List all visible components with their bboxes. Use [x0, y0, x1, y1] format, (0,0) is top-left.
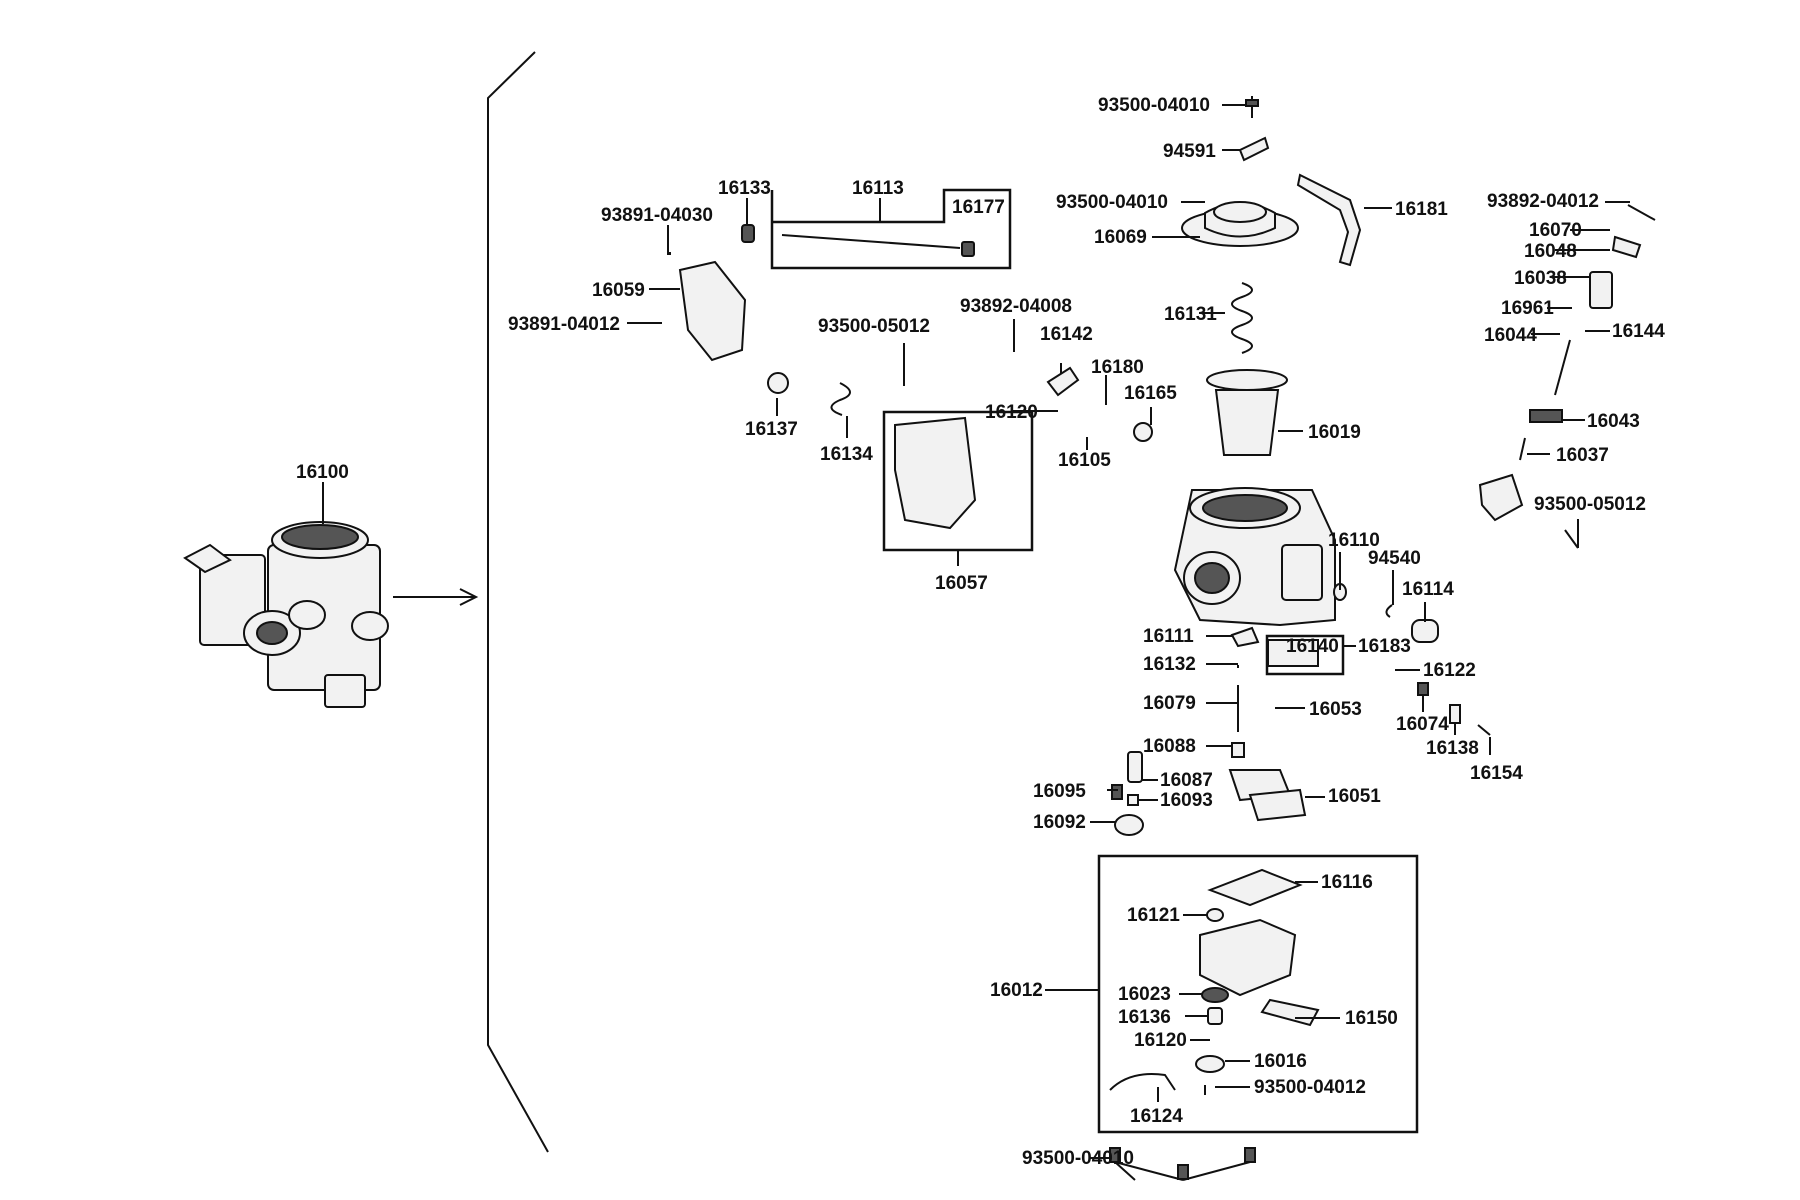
- label-16074: 16074: [1396, 714, 1449, 735]
- label-16057: 16057: [935, 573, 988, 594]
- label-16070: 16070: [1529, 220, 1582, 241]
- label-16134: 16134: [820, 444, 873, 465]
- label-16043: 16043: [1587, 411, 1640, 432]
- label-16150: 16150: [1345, 1008, 1398, 1029]
- box-16113-16177: [770, 188, 1012, 270]
- label-16100: 16100: [296, 462, 349, 483]
- label-16088: 16088: [1143, 736, 1196, 757]
- throttle-parts: [669, 224, 1153, 530]
- label-16037: 16037: [1556, 445, 1609, 466]
- label-16137: 16137: [745, 419, 798, 440]
- label-16023: 16023: [1118, 984, 1171, 1005]
- label-93892-04008: 93892-04008: [960, 296, 1072, 317]
- label-16136: 16136: [1118, 1007, 1171, 1028]
- box-16012: [1097, 854, 1419, 1134]
- label-16079: 16079: [1143, 693, 1196, 714]
- label-16113: 16113: [852, 178, 904, 199]
- bottom-screws: [1109, 1147, 1256, 1181]
- label-16095: 16095: [1033, 781, 1086, 802]
- label-93891-04012: 93891-04012: [508, 314, 620, 335]
- label-16051: 16051: [1328, 786, 1381, 807]
- label-16120-upper: 16120: [985, 402, 1038, 423]
- leader-lines: [627, 104, 1630, 1159]
- label-16177: 16177: [952, 197, 1005, 218]
- label-94540: 94540: [1368, 548, 1421, 569]
- label-16111: 16111: [1143, 626, 1194, 647]
- top-cover-parts: [1181, 96, 1362, 456]
- label-93500-04012: 93500-04012: [1254, 1077, 1366, 1098]
- assembly-bracket: [487, 51, 549, 1153]
- label-16140: 16140: [1286, 636, 1339, 657]
- label-16183: 16183: [1358, 636, 1411, 657]
- label-16069: 16069: [1094, 227, 1147, 248]
- box-16140: [1265, 634, 1345, 676]
- label-94591: 94591: [1163, 141, 1216, 162]
- label-16124: 16124: [1130, 1106, 1183, 1127]
- label-16105: 16105: [1058, 450, 1111, 471]
- carburetor-assembly-image: [183, 521, 389, 708]
- label-93500-05012-right: 93500-05012: [1534, 494, 1646, 515]
- label-16165: 16165: [1124, 383, 1177, 404]
- label-93500-04010-top: 93500-04010: [1098, 95, 1210, 116]
- jets-and-small-parts: [1111, 583, 1491, 836]
- label-16142: 16142: [1040, 324, 1093, 345]
- carburetor-body: [1173, 487, 1336, 627]
- label-16114: 16114: [1402, 579, 1454, 600]
- needle-valve-parts: [1478, 204, 1656, 549]
- label-16093: 16093: [1160, 790, 1213, 811]
- label-16120-bowl: 16120: [1134, 1030, 1187, 1051]
- label-16012: 16012: [990, 980, 1043, 1001]
- label-16016: 16016: [1254, 1051, 1307, 1072]
- label-16044: 16044: [1484, 325, 1537, 346]
- label-16961: 16961: [1501, 298, 1554, 319]
- label-93892-04012: 93892-04012: [1487, 191, 1599, 212]
- label-16132: 16132: [1143, 654, 1196, 675]
- label-16180: 16180: [1091, 357, 1144, 378]
- label-93500-04010-cover: 93500-04010: [1056, 192, 1168, 213]
- label-16154: 16154: [1470, 763, 1523, 784]
- label-16092: 16092: [1033, 812, 1086, 833]
- label-16116: 16116: [1321, 872, 1373, 893]
- label-93500-04010-bottom: 93500-04010: [1022, 1148, 1134, 1169]
- label-16059: 16059: [592, 280, 645, 301]
- label-16122: 16122: [1423, 660, 1476, 681]
- float-bowl-parts: [1109, 868, 1320, 1095]
- label-16138: 16138: [1426, 738, 1479, 759]
- label-16110: 16110: [1328, 530, 1380, 551]
- label-16121: 16121: [1127, 905, 1180, 926]
- label-93500-05012-throttle: 93500-05012: [818, 316, 930, 337]
- label-16048: 16048: [1524, 241, 1577, 262]
- label-16144: 16144: [1612, 321, 1665, 342]
- label-16038: 16038: [1514, 268, 1567, 289]
- label-16019: 16019: [1308, 422, 1361, 443]
- assembly-arrow-head: [459, 588, 479, 606]
- label-16053: 16053: [1309, 699, 1362, 720]
- label-16181: 16181: [1395, 199, 1448, 220]
- label-16087: 16087: [1160, 770, 1213, 791]
- label-93891-04030: 93891-04030: [601, 205, 713, 226]
- part-labels: 16100 93500-04010 94591 93500-04010 1618…: [296, 95, 1665, 1169]
- label-16131: 16131: [1164, 304, 1217, 325]
- label-16133: 16133: [718, 178, 771, 199]
